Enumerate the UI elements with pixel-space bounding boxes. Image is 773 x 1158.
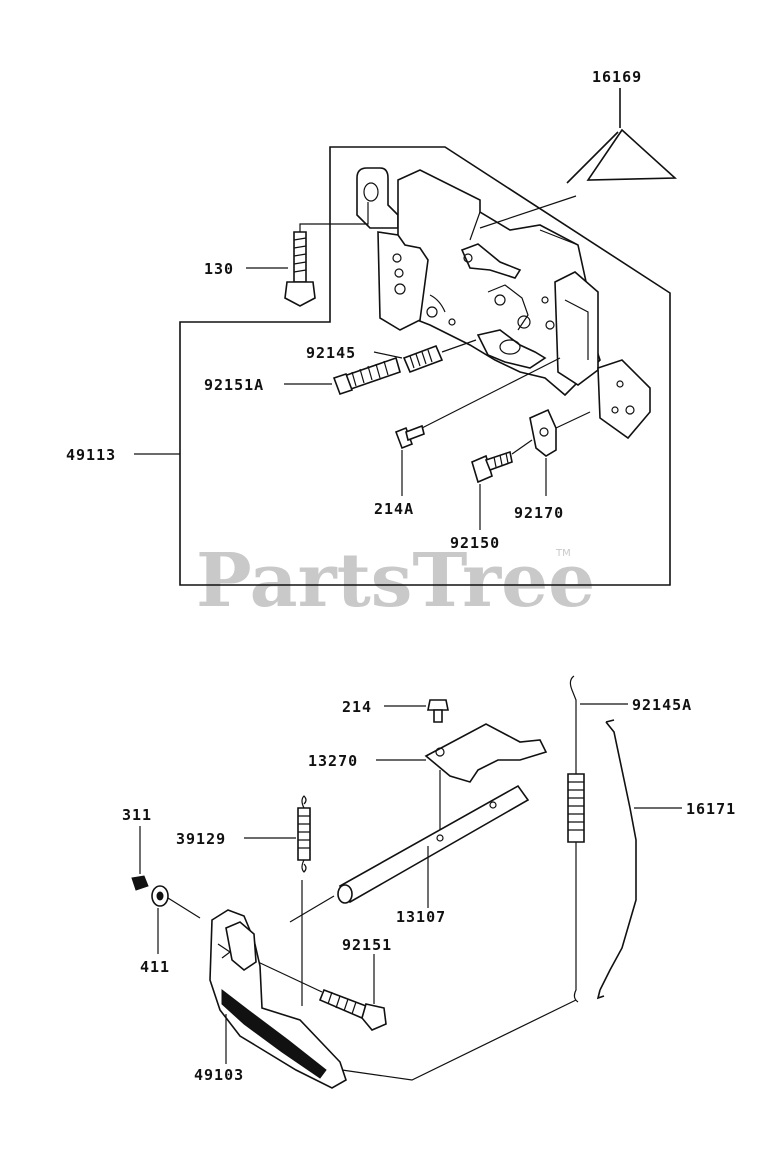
label-49113: 49113 (66, 446, 116, 464)
leader-13107-link (289, 895, 335, 923)
label-92151: 92151 (342, 936, 392, 954)
watermark-tm: TM (555, 548, 571, 559)
label-92145A: 92145A (632, 696, 692, 714)
label-214A: 214A (374, 500, 414, 518)
bolt-130 (284, 231, 316, 307)
bolt-92150 (471, 450, 513, 484)
leader-92151-link (257, 961, 323, 993)
label-13107: 13107 (396, 908, 446, 926)
leader-16169 (479, 195, 577, 229)
washer-411 (151, 885, 169, 907)
leader-92145 (373, 351, 403, 359)
label-92170: 92170 (514, 504, 564, 522)
leader-lever-spring-link (341, 999, 577, 1081)
label-92150: 92150 (450, 534, 500, 552)
label-92145: 92145 (306, 344, 356, 362)
clip-92170 (529, 408, 557, 457)
leader-92150-link (511, 439, 533, 455)
screw-214A (394, 424, 425, 450)
label-214: 214 (342, 698, 372, 716)
leader-92145-link (441, 339, 477, 353)
shaft-13107 (337, 784, 530, 904)
label-16169: 16169 (592, 68, 642, 86)
leader-92170-link (555, 411, 591, 429)
label-311: 311 (122, 806, 152, 824)
watermark-text: PartsTree (196, 538, 595, 624)
label-13270: 13270 (308, 752, 358, 770)
spring-clip-16169 (566, 88, 678, 184)
label-39129: 39129 (176, 830, 226, 848)
rod-16171 (596, 719, 637, 1000)
leader-130-box (299, 202, 369, 232)
plate-13270 (424, 723, 548, 783)
label-411: 411 (140, 958, 170, 976)
label-130: 130 (204, 260, 234, 278)
label-92151A: 92151A (204, 376, 264, 394)
spring-39129 (297, 795, 311, 873)
assembly-boundary-49113 (179, 146, 671, 586)
bolt-92151 (318, 988, 387, 1031)
nut-311 (131, 875, 149, 891)
control-plate-assembly (356, 167, 651, 440)
spring-92145 (402, 344, 444, 374)
leader-411-link (167, 897, 201, 919)
spring-92145A (567, 675, 585, 1003)
label-16171: 16171 (686, 800, 736, 818)
lever-49103 (209, 909, 347, 1089)
label-49103: 49103 (194, 1066, 244, 1084)
leader-214A-link (421, 357, 561, 429)
screw-214 (427, 699, 449, 723)
bolt-92151A (332, 356, 401, 396)
